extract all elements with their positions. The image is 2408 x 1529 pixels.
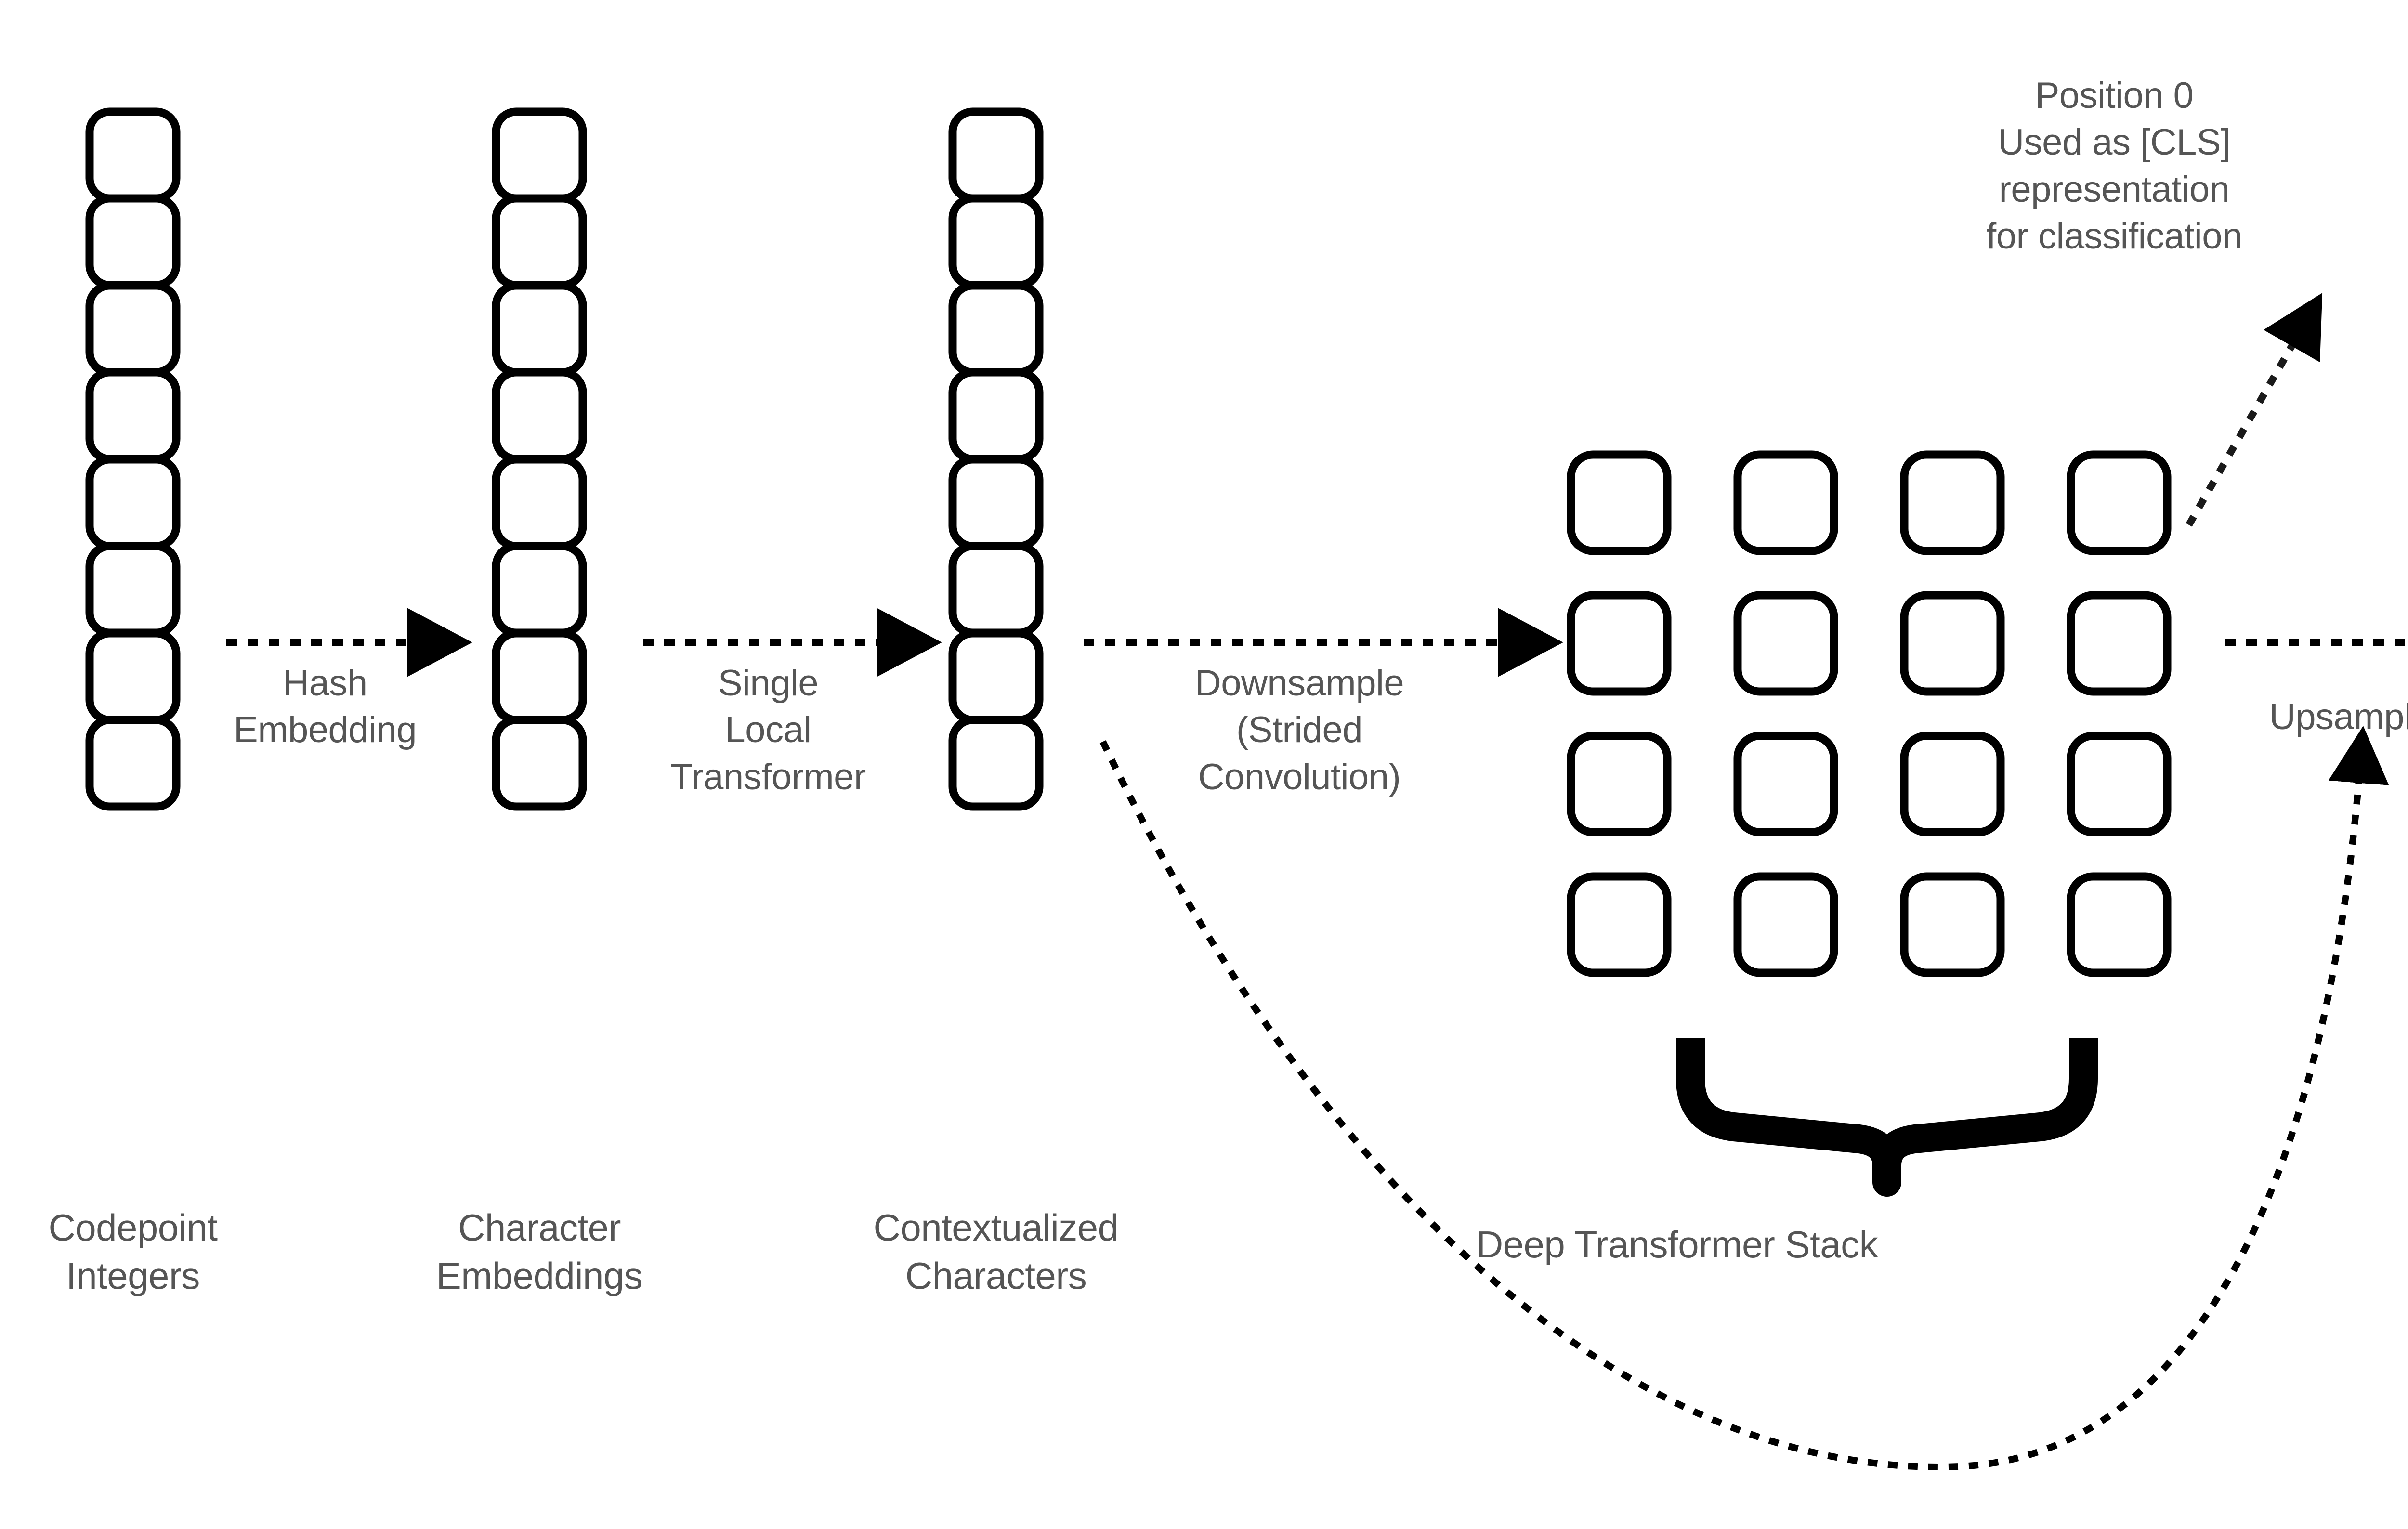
cell <box>492 194 587 289</box>
cell <box>1567 732 1672 836</box>
cell <box>1733 872 1838 977</box>
cell <box>85 716 181 811</box>
arrow-label-downsample: Downsample (Strided Convolution) <box>1194 663 1404 797</box>
cell <box>492 107 587 203</box>
column-label-deep-transformer-stack: Deep Transformer Stack <box>1476 1223 1878 1266</box>
cell <box>1567 591 1672 696</box>
cell <box>85 455 181 550</box>
cell <box>2067 591 2172 696</box>
cell <box>1567 450 1672 555</box>
arrow-cls-callout <box>2186 293 2323 527</box>
cell <box>948 716 1044 811</box>
column-cells-codepoint-integers <box>85 107 181 811</box>
cell <box>1900 872 2005 977</box>
curly-brace-icon <box>1676 1038 2098 1197</box>
arrow-label-upsampling: Upsampling <box>2269 696 2408 737</box>
cell <box>492 281 587 377</box>
arrow-label-hash-embedding: Hash Embedding <box>234 663 417 751</box>
cell <box>948 194 1044 289</box>
cell <box>2067 872 2172 977</box>
cell <box>1900 732 2005 836</box>
cell <box>1900 450 2005 555</box>
column-cells-character-embeddings <box>492 107 587 811</box>
arrow-residual-skip-connection <box>1099 726 2389 1470</box>
cell <box>492 716 587 811</box>
cell <box>2067 732 2172 836</box>
cell <box>1567 872 1672 977</box>
cell <box>1733 450 1838 555</box>
cell <box>85 107 181 203</box>
column-cells-contextualized-characters <box>948 107 1044 811</box>
cell <box>2067 450 2172 555</box>
cell <box>492 455 587 550</box>
grid-cells-deep-transformer-stack <box>1567 450 2172 977</box>
arrow-label-single-local-transformer: Single Local Transformer <box>670 663 866 797</box>
cell <box>492 542 587 637</box>
cell <box>85 542 181 637</box>
cell <box>85 194 181 289</box>
cell <box>948 281 1044 377</box>
cell <box>1733 591 1838 696</box>
cell <box>1900 591 2005 696</box>
cell <box>1733 732 1838 836</box>
column-label-character-embeddings: Character Embeddings <box>436 1206 643 1297</box>
cell <box>948 629 1044 724</box>
cell <box>85 281 181 377</box>
cell <box>948 455 1044 550</box>
cell <box>948 107 1044 203</box>
cell <box>85 368 181 463</box>
cell <box>948 542 1044 637</box>
cell <box>492 368 587 463</box>
cell <box>948 368 1044 463</box>
annotation-cls-position-note: Position 0 Used as [CLS] representation … <box>1986 75 2242 257</box>
column-label-contextualized-characters: Contextualized Characters <box>873 1206 1119 1297</box>
column-label-codepoint-integers: Codepoint Integers <box>48 1206 218 1297</box>
